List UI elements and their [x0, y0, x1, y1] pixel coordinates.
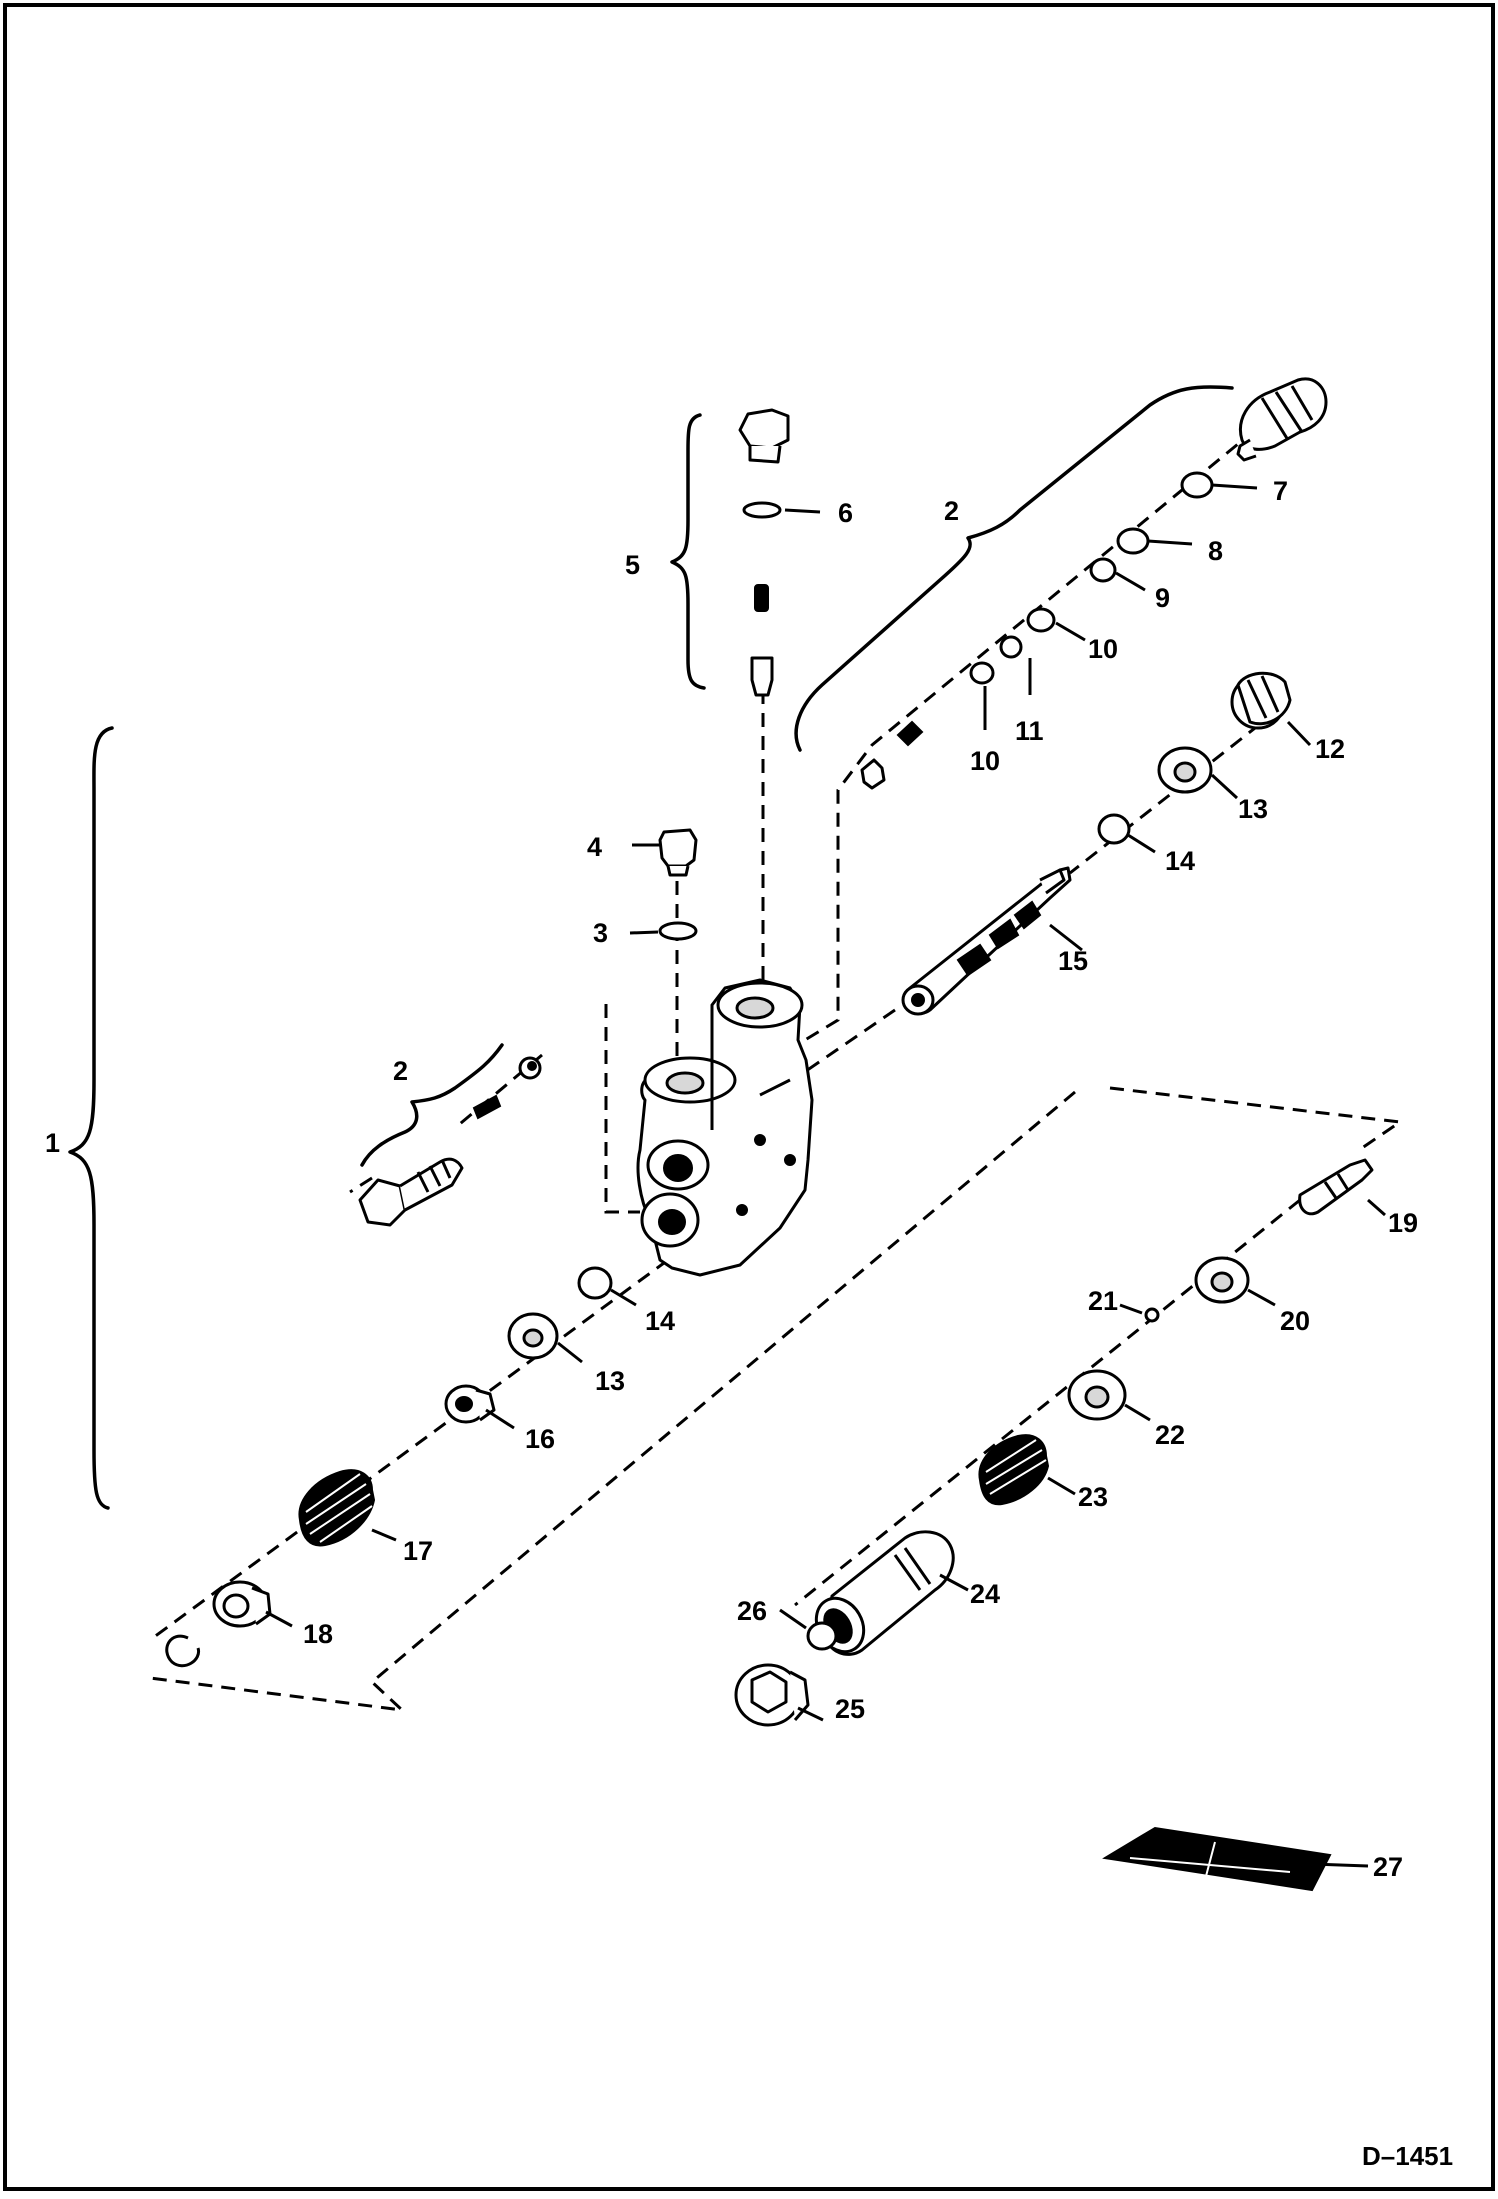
alignment-line-relief-left [349, 1053, 543, 1194]
washer-20-hole [1210, 1271, 1234, 1293]
poppet-relief-upper [860, 758, 886, 790]
callout-7: 7 [1273, 476, 1288, 506]
plug-4 [658, 828, 698, 877]
callout-5: 5 [625, 550, 640, 580]
alignment-line-detent [794, 1198, 1301, 1607]
callout-6: 6 [838, 498, 853, 528]
plug-cap-5 [738, 408, 790, 464]
callout-labels: 1 2 2 3 4 5 6 7 8 9 10 11 10 12 13 14 15… [45, 476, 1418, 1882]
callout-13-b: 13 [595, 1366, 625, 1396]
o-ring-26 [806, 1621, 838, 1651]
callout-1: 1 [45, 1128, 60, 1158]
cap-25 [734, 1663, 810, 1727]
backup-ring-10a [1026, 607, 1056, 633]
alignment-box-detent [149, 1086, 1405, 1713]
relief-valve-cartridge [1236, 377, 1328, 462]
callout-13-a: 13 [1238, 794, 1268, 824]
valve-body [636, 978, 814, 1277]
callout-11: 11 [1015, 716, 1044, 746]
callout-8: 8 [1208, 536, 1223, 566]
callout-18: 18 [303, 1619, 333, 1649]
callout-2-upper: 2 [944, 496, 959, 526]
callout-10-b: 10 [970, 746, 1000, 776]
callout-22: 22 [1155, 1420, 1185, 1450]
spring-5 [754, 584, 769, 612]
washer-13b-hole [522, 1328, 544, 1348]
alignment-line-lower-axis [149, 1258, 669, 1642]
o-ring-11 [999, 635, 1023, 659]
alignment-line-spool [1069, 708, 1279, 875]
callout-17: 17 [403, 1536, 433, 1566]
brace-relief-2-lower [360, 1043, 504, 1167]
relief-valve-left [358, 1157, 464, 1227]
spacer-22-hole [1084, 1385, 1110, 1409]
detent-plunger-19 [1298, 1158, 1374, 1216]
callout-23: 23 [1078, 1482, 1108, 1512]
callout-3: 3 [593, 918, 608, 948]
callout-19: 19 [1388, 1208, 1418, 1238]
snap-ring [165, 1634, 201, 1668]
o-ring-14a [1097, 813, 1131, 845]
poppet-5 [750, 656, 774, 697]
bonnet-12 [1230, 671, 1292, 730]
brace-relief-2-upper [794, 385, 1234, 752]
alignment-line-relief-left-b [604, 1004, 640, 1214]
spool-15 [901, 866, 1072, 1016]
poppet-relief-left [518, 1056, 542, 1080]
washer-8 [1116, 527, 1150, 555]
o-ring-7 [1180, 471, 1214, 499]
callout-9: 9 [1155, 583, 1170, 613]
callout-27: 27 [1373, 1852, 1403, 1882]
leader-lines [265, 483, 1386, 1868]
o-ring-3 [658, 921, 698, 941]
callout-2-lower: 2 [393, 1056, 408, 1086]
brace-group-5 [670, 413, 706, 690]
spring-seat-18 [212, 1580, 272, 1628]
spring-17 [298, 1469, 376, 1547]
callout-20: 20 [1280, 1306, 1310, 1336]
callout-25: 25 [835, 1694, 865, 1724]
callout-14-a: 14 [1165, 846, 1195, 876]
washer-13a-hole [1173, 761, 1197, 783]
decal-27 [1102, 1826, 1332, 1892]
callout-12: 12 [1315, 734, 1345, 764]
spring-relief-left [472, 1094, 502, 1120]
o-ring-9 [1089, 557, 1117, 583]
ball-21 [1144, 1307, 1160, 1323]
callout-21: 21 [1088, 1286, 1118, 1316]
callout-15: 15 [1058, 946, 1088, 976]
callout-14-b: 14 [645, 1306, 675, 1336]
brace-assembly-1 [68, 726, 114, 1510]
alignment-line-relief-upper [804, 428, 1256, 1042]
callout-24: 24 [970, 1579, 1000, 1609]
o-ring-6 [742, 501, 782, 519]
backup-ring-10b [969, 661, 995, 685]
spring-23 [978, 1434, 1050, 1506]
callout-4: 4 [587, 832, 602, 862]
callout-10-a: 10 [1088, 634, 1118, 664]
diagram-id: D–1451 [1362, 2141, 1453, 2171]
callout-26: 26 [737, 1596, 767, 1626]
spring-seat-16 [444, 1384, 496, 1424]
o-ring-14b [577, 1266, 613, 1300]
callout-16: 16 [525, 1424, 555, 1454]
spring-relief-upper [896, 720, 924, 747]
